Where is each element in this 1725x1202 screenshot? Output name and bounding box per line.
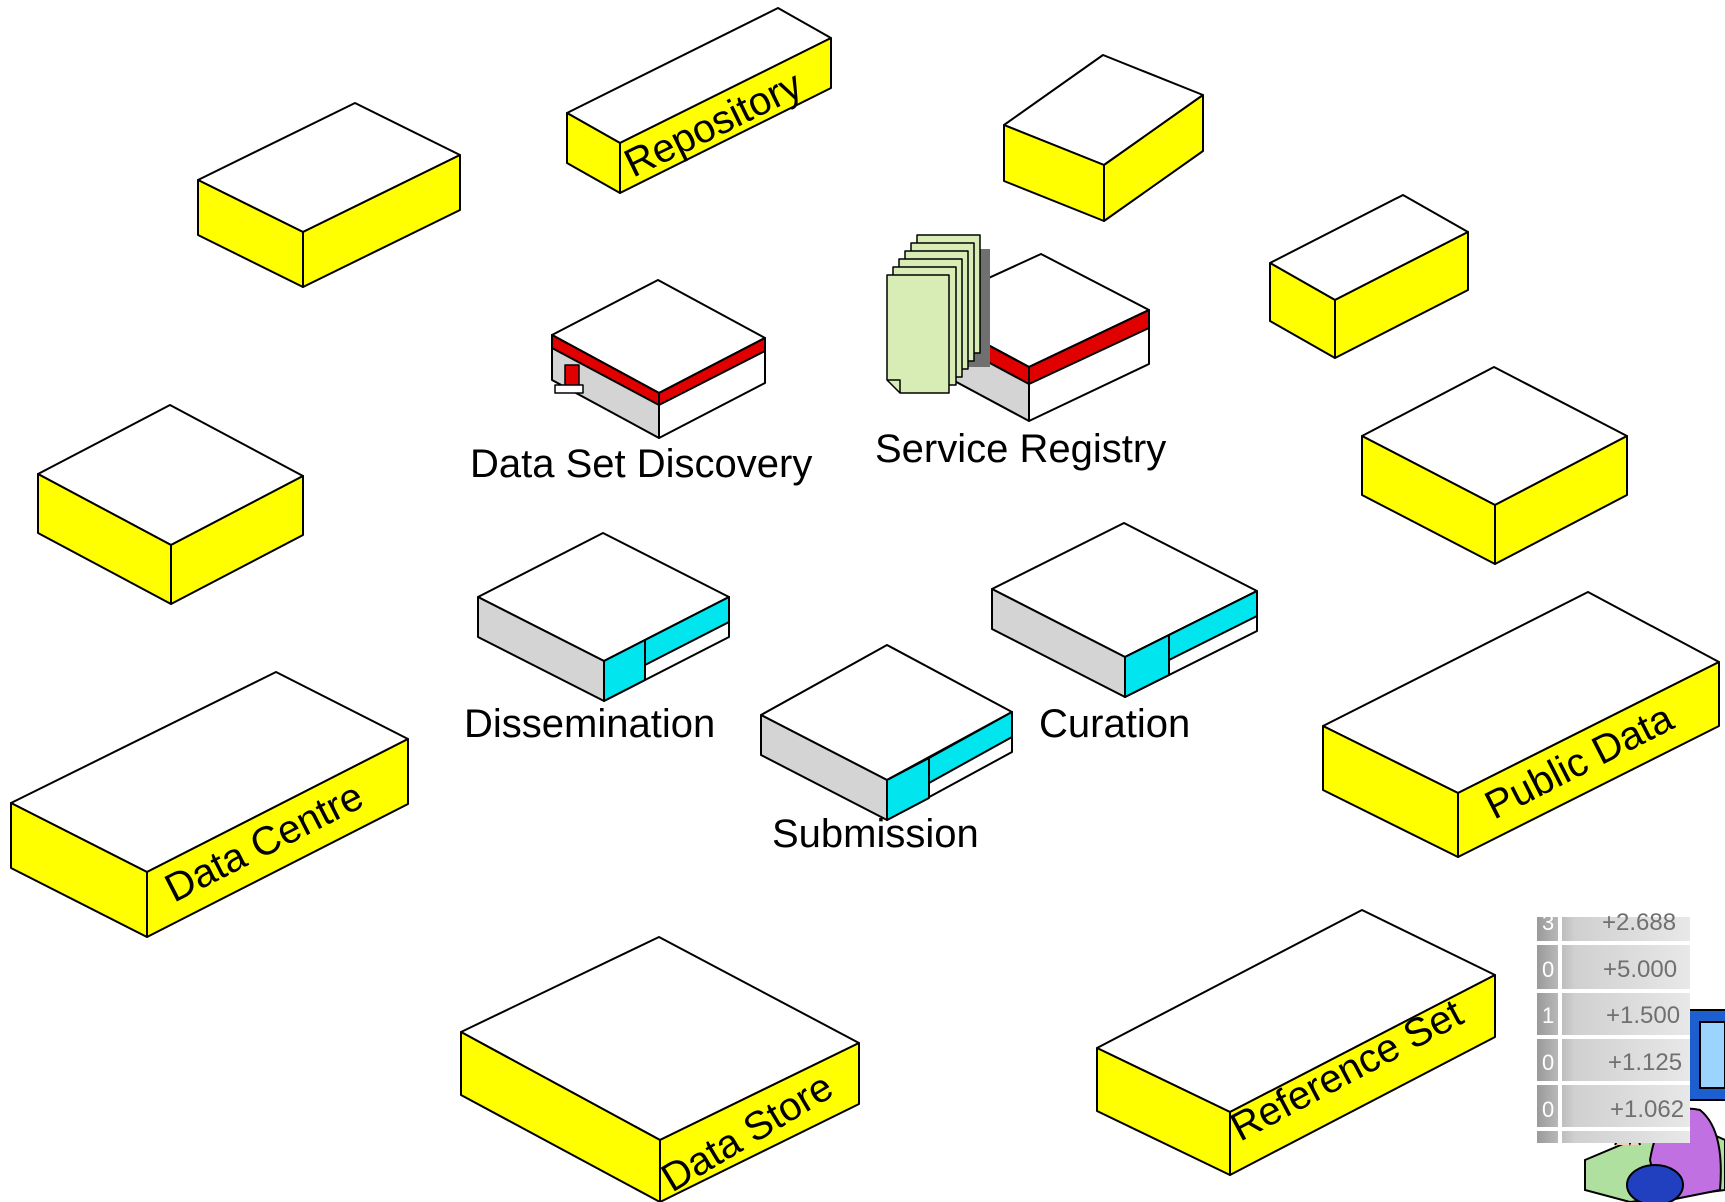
submission-label: Submission — [772, 812, 979, 856]
data-centre-box: Data Centre — [10, 671, 409, 938]
svg-text:1: 1 — [1542, 1003, 1554, 1028]
storage-box-1 — [197, 102, 461, 288]
spreadsheet-clipart: 3 0 1 0 0 +2.688 +5.000 +1.500 +1.125 +1… — [1537, 909, 1690, 1143]
storage-box-2 — [1003, 54, 1204, 222]
svg-text:+1.062: +1.062 — [1610, 1096, 1684, 1123]
data-set-discovery-label: Data Set Discovery — [470, 442, 812, 486]
svg-text:0: 0 — [1542, 1097, 1554, 1122]
documents-stack-icon — [886, 234, 990, 394]
public-data-box: Public Data — [1322, 591, 1720, 858]
reference-set-box: Reference Set — [1096, 909, 1496, 1176]
dissemination-label: Dissemination — [464, 702, 715, 746]
service-registry-label: Service Registry — [875, 427, 1166, 471]
dissemination-server — [477, 532, 730, 702]
spreadsheet-digits: 3 0 1 0 0 — [1542, 910, 1554, 1122]
svg-text:+5.000: +5.000 — [1603, 956, 1677, 983]
svg-text:+1.125: +1.125 — [1608, 1049, 1682, 1076]
data-store-box: Data Store — [460, 936, 860, 1202]
svg-text:0: 0 — [1542, 1050, 1554, 1075]
storage-box-5 — [1361, 366, 1628, 565]
repository-box: Repository — [566, 7, 832, 194]
data-set-discovery-server — [551, 279, 766, 439]
svg-text:0: 0 — [1542, 957, 1554, 982]
svg-text:+2.688: +2.688 — [1602, 909, 1676, 936]
spreadsheet-values: +2.688 +5.000 +1.500 +1.125 +1.062 — [1602, 909, 1684, 1123]
submission-server — [760, 644, 1013, 821]
svg-text:+1.500: +1.500 — [1606, 1002, 1680, 1029]
storage-box-3 — [1269, 194, 1469, 359]
storage-box-4 — [37, 404, 304, 605]
curation-label: Curation — [1039, 702, 1190, 746]
curation-server — [991, 522, 1258, 698]
svg-text:3: 3 — [1542, 910, 1554, 935]
